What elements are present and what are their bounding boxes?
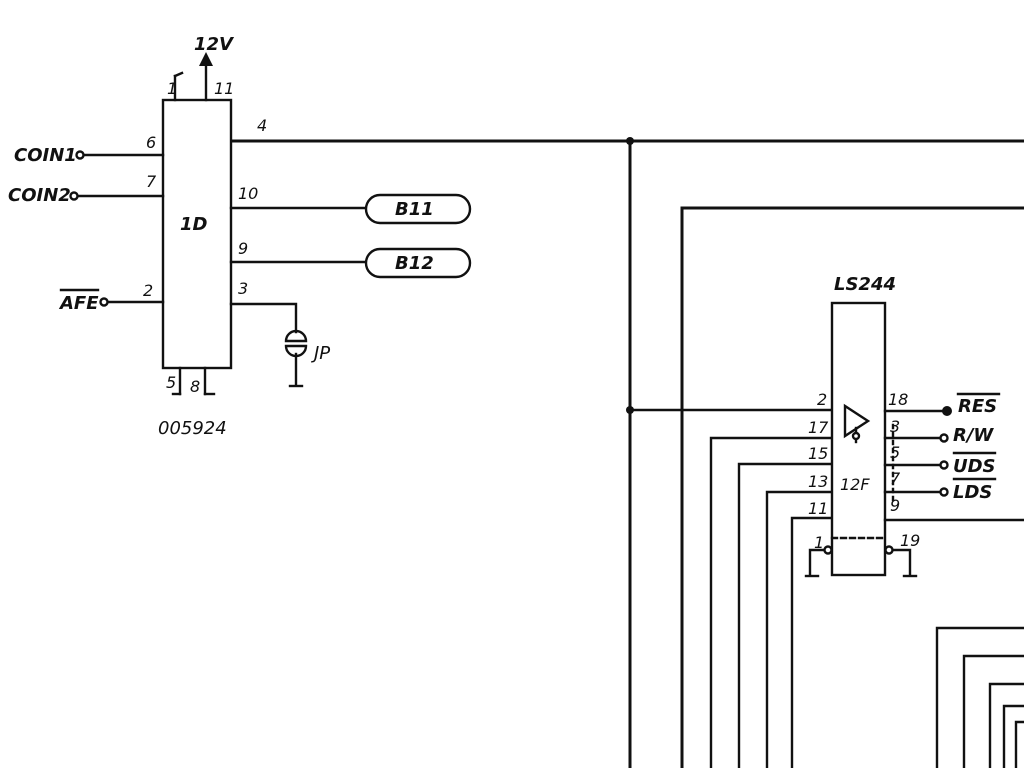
bus-line-b [962,654,1024,768]
afe-terminal-icon [99,297,109,307]
outer-loop-wire [680,206,1024,768]
jumper-label: JP [311,343,330,364]
bus-junction-top [626,137,634,145]
chip-12f-pin5-label: 5 [890,443,900,462]
uds-label: UDS [953,456,996,477]
chip-1d-pin8-label: 8 [190,377,200,396]
rw-terminal-icon [939,433,949,443]
coin2-terminal-icon [69,191,79,201]
buffer-enable-bubble-icon [851,431,861,441]
coin2-label: COIN2 [8,185,71,206]
chip-12f-pin13-label: 13 [808,472,828,491]
chip-1d-name: 1D [180,214,208,235]
chip-1d-pin1-cap [173,71,184,78]
lds-label: LDS [953,482,992,503]
afe-label: AFE [58,293,99,314]
res-label: RES [958,396,997,417]
chip-12f-pin3-label: 3 [890,417,900,436]
chip-1d-part: 005924 [158,418,227,439]
uds-terminal-icon [939,460,949,470]
chip-1d-body [161,98,233,370]
chip-12f-pin9-label: 9 [890,496,900,515]
chip-1d-pin3-wire [229,302,298,334]
chip-1d-pin10-label: 10 [238,184,258,203]
pin11-wire [790,516,834,768]
chip-1d-pin5-label: 5 [166,373,176,392]
connector-b11 [364,193,472,225]
chip-12f-pin19-wire [891,548,912,577]
bus-junction-pin2 [626,406,634,414]
connector-b12-label: B12 [395,253,434,274]
chip-1d-pin9-label: 9 [238,239,248,258]
chip-1d-pin7-label: 7 [146,172,157,191]
chip-12f-pin19-bubble-icon [884,545,894,555]
coin1-terminal-icon [75,150,85,160]
chip-12f-pin17-label: 17 [808,418,829,437]
rw-label: R/W [953,425,994,446]
connector-b11-label: B11 [395,199,434,220]
chip-12f-pin15-label: 15 [808,444,828,463]
pin15-wire [737,462,834,768]
chip-12f-type: LS244 [834,274,896,295]
chip-12f-pin11-label: 11 [808,499,828,518]
chip-12f-pin1-bubble-icon [823,545,833,555]
chip-12f-pin2-label: 2 [817,390,827,409]
res-terminal-icon [942,406,952,416]
lds-terminal-icon [939,487,949,497]
bus-line-d [1002,704,1024,768]
power-arrow-icon [199,52,213,66]
chip-1d-pin6-label: 6 [146,133,156,152]
chip-1d-pin3-label: 3 [238,279,248,298]
chip-1d-pin4-label: 4 [257,116,267,135]
chip-12f-name: 12F [840,475,870,494]
chip-1d-pin1-label: 1 [167,79,177,98]
chip-1d-pin2-label: 2 [143,281,153,300]
power-label: 12V [194,34,235,55]
chip-1d-pin11-label: 11 [214,79,234,98]
chip-12f-pin1-label: 1 [814,533,824,552]
pin13-wire [765,490,834,768]
bus-line-e [1014,720,1024,768]
chip-12f-pin7-label: 7 [890,469,901,488]
coin1-label: COIN1 [14,145,77,166]
jumper-icon [284,329,308,358]
bus-line-a [935,626,1024,768]
chip-12f-pin19-label: 19 [900,531,920,550]
bus-line-c [988,682,1024,768]
connector-b12 [364,247,472,279]
chip-12f-pin18-label: 18 [888,390,908,409]
chip-12f-pin1-wire [808,548,826,577]
pin17-wire [709,436,834,768]
